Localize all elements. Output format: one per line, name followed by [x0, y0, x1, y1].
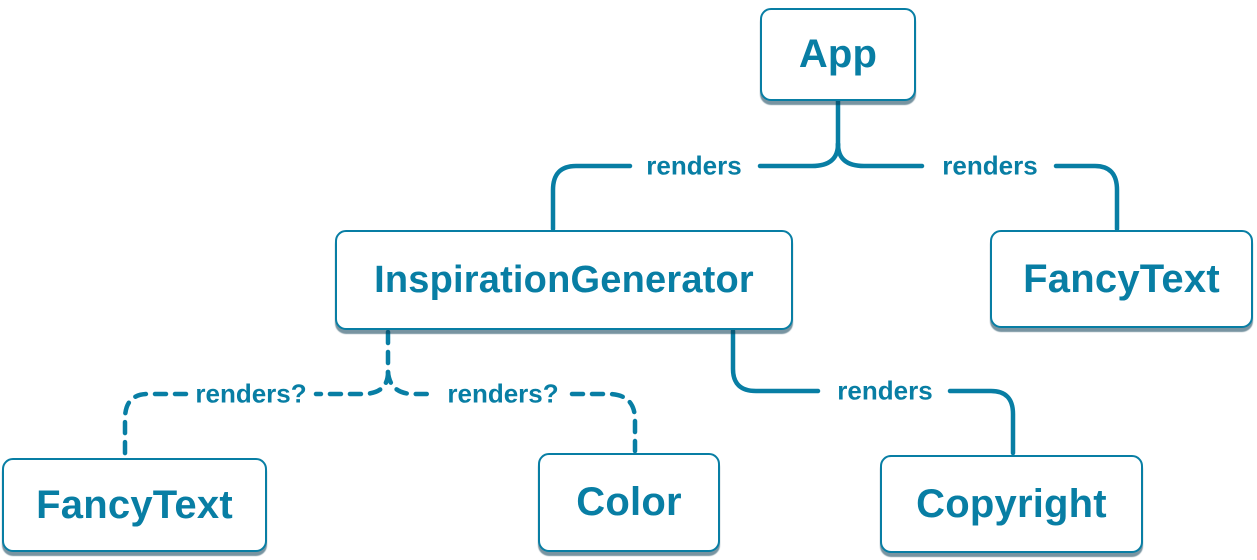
node-color: Color: [538, 453, 720, 552]
edge-app-inspirationgenerator-line-b: [550, 163, 633, 232]
edge-inspirationgenerator-color-dashed-line-a: [385, 369, 437, 397]
edge-app-inspirationgenerator-line-a: [757, 141, 841, 169]
node-fancy-text-bottom-label: FancyText: [36, 482, 233, 527]
edge-app-fancytext-line-b: [1053, 163, 1120, 232]
node-fancy-text-top-label: FancyText: [1023, 256, 1220, 301]
node-fancy-text-bottom: FancyText: [2, 458, 267, 552]
node-inspiration-generator: InspirationGenerator: [335, 230, 793, 330]
edge-inspirationgenerator-color-dashed-line-b: [569, 391, 638, 454]
node-copyright: Copyright: [880, 455, 1143, 553]
node-copyright-label: Copyright: [916, 481, 1107, 526]
edge-label-inspirationgenerator-fancytext: renders?: [190, 380, 312, 409]
edge-inspirationgenerator-copyright-line-a: [730, 328, 821, 394]
node-app: App: [760, 8, 916, 101]
edge-inspirationgenerator-fancytext-dashed-line-b: [122, 391, 189, 459]
edge-inspirationgenerator-copyright-line-b: [947, 388, 1016, 456]
edge-inspirationgenerator-fancytext-dashed-line-a: [313, 369, 391, 397]
edge-label-app-fancytext: renders: [937, 152, 1043, 181]
edge-label-inspirationgenerator-copyright: renders: [832, 377, 938, 406]
edge-app-fancytext-line-a: [835, 141, 925, 169]
edge-label-app-inspirationgenerator: renders: [641, 152, 747, 181]
edge-label-inspirationgenerator-color: renders?: [442, 380, 564, 409]
node-app-label: App: [798, 32, 878, 76]
node-fancy-text-top: FancyText: [990, 230, 1253, 328]
node-color-label: Color: [576, 480, 682, 524]
node-inspiration-generator-label: InspirationGenerator: [374, 258, 754, 301]
